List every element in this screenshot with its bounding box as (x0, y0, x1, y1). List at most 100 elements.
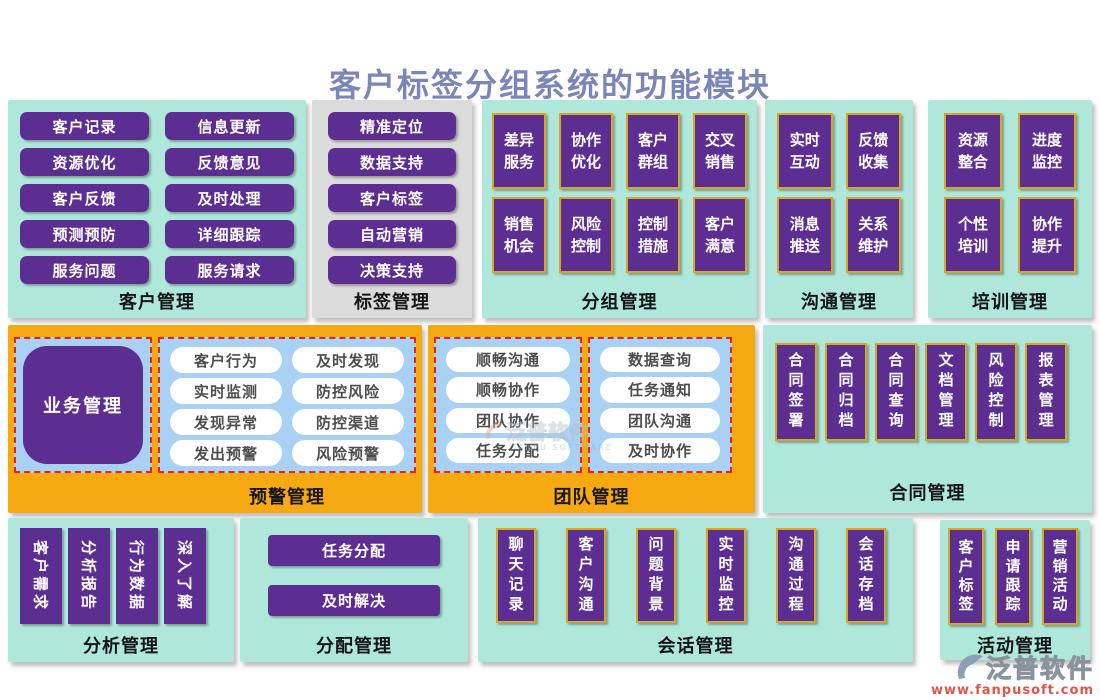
module-list: 顺畅沟通 顺畅协作 团队协作 任务分配 (434, 337, 582, 473)
module-item: 发现异常 (170, 409, 282, 435)
module-item: 预测预防 (20, 220, 149, 248)
panel-tag-management: 精准定位 数据支持 客户标签 自动营销 决策支持 标签管理 (312, 100, 472, 318)
module-item-label: 差异服务 (503, 130, 534, 172)
module-item: 客户标签 (948, 528, 984, 625)
module-item: 行为数据 (116, 528, 158, 624)
module-item-label: 协作优化 (570, 130, 601, 172)
module-item: 及时处理 (165, 184, 294, 212)
panel-title: 预警管理 (249, 487, 325, 508)
module-item: 客户沟通 (566, 528, 606, 623)
module-item: 任务分配 (268, 535, 440, 566)
module-item: 实时监控 (706, 528, 746, 623)
panel-contract-management: 合同签署 合同归档 合同查询 文档管理 风险控制 报表管理 合同管理 (763, 325, 1092, 513)
hub-container: 业务管理 (14, 337, 152, 473)
module-item: 客户需求 (20, 528, 62, 624)
module-item: 协作优化 (559, 113, 613, 189)
module-item: 客户行为 (170, 347, 282, 373)
module-item: 反馈收集 (845, 113, 901, 189)
panel-activity-management: 客户标签 申请跟踪 营销活动 活动管理 (940, 520, 1090, 660)
module-item: 防控风险 (292, 378, 404, 404)
module-item: 任务分配 (446, 437, 570, 463)
module-item-label: 反馈收集 (858, 130, 889, 172)
module-grid: 实时互动 反馈收集 消息推送 关系维护 (777, 113, 901, 281)
module-item: 任务通知 (600, 377, 720, 403)
panel-title: 分配管理 (316, 636, 392, 657)
panel-title: 分析管理 (83, 636, 159, 657)
panel-warning-management: 业务管理 客户行为 及时发现 实时监测 防控风险 发现异常 防控渠道 发出预警 … (8, 325, 422, 513)
module-grid: 客户行为 及时发现 实时监测 防控风险 发现异常 防控渠道 发出预警 风险预警 (158, 337, 416, 473)
module-item: 销售机会 (492, 197, 546, 273)
module-item: 风险预警 (292, 440, 404, 466)
module-item-label: 消息推送 (789, 214, 820, 256)
module-item-label: 进度监控 (1031, 130, 1062, 172)
module-row: 聊天记录 客户沟通 问题背景 实时监控 沟通过程 会话存档 (496, 528, 886, 623)
module-list: 精准定位 数据支持 客户标签 自动营销 决策支持 (328, 112, 456, 284)
module-item: 及时发现 (292, 347, 404, 373)
module-item-label: 关系维护 (858, 214, 889, 256)
module-item-label: 控制措施 (637, 214, 668, 256)
module-item-label: 销售机会 (503, 214, 534, 256)
module-item: 合同归档 (825, 343, 867, 441)
module-item: 决策支持 (328, 256, 456, 284)
module-item-label: 风险控制 (570, 214, 601, 256)
module-item: 及时协作 (600, 437, 720, 463)
panel-title: 客户管理 (119, 292, 195, 313)
module-item: 会话存档 (846, 528, 886, 623)
module-item: 资源整合 (944, 113, 1002, 189)
panel-title: 活动管理 (977, 636, 1053, 657)
module-item: 营销活动 (1042, 528, 1078, 625)
module-item: 服务问题 (20, 256, 149, 284)
module-item-label: 客户群组 (637, 130, 668, 172)
module-list: 任务分配 及时解决 (268, 535, 440, 616)
module-row: 客户标签 申请跟踪 营销活动 (948, 528, 1078, 625)
panel-training-management: 资源整合 进度监控 个性培训 协作提升 培训管理 (928, 100, 1092, 318)
module-list: 数据查询 任务通知 团队沟通 及时协作 (588, 337, 732, 473)
module-item: 问题背景 (636, 528, 676, 623)
module-item: 关系维护 (845, 197, 901, 273)
panel-title: 团队管理 (553, 487, 630, 508)
module-item: 团队协作 (446, 407, 570, 433)
module-item: 分析报告 (68, 528, 110, 624)
module-item: 聊天记录 (496, 528, 536, 623)
hub-module: 业务管理 (23, 346, 143, 464)
module-grid: 资源整合 进度监控 个性培训 协作提升 (944, 113, 1076, 281)
module-item: 顺畅协作 (446, 377, 570, 403)
fanpu-logo: 泛普软件 www.fanpusoft.com (930, 649, 1094, 699)
panel-analysis-management: 客户需求 分析报告 行为数据 深入了解 分析管理 (8, 518, 234, 662)
module-item: 资源优化 (20, 148, 149, 176)
panel-session-management: 聊天记录 客户沟通 问题背景 实时监控 沟通过程 会话存档 会话管理 (478, 518, 913, 662)
module-item-label: 资源整合 (957, 130, 988, 172)
module-item: 客户记录 (20, 112, 149, 140)
panel-group-management: 差异服务 协作优化 客户群组 交叉销售 销售机会 风险控制 控制措施 客户满意 … (482, 100, 757, 318)
panel-title: 合同管理 (889, 483, 966, 504)
panel-assignment-management: 任务分配 及时解决 分配管理 (240, 518, 468, 662)
module-item: 差异服务 (492, 113, 546, 189)
logo-swoosh-icon (957, 654, 983, 679)
module-item: 交叉销售 (693, 113, 747, 189)
module-item: 协作提升 (1018, 197, 1076, 273)
module-item: 报表管理 (1025, 343, 1067, 441)
module-item: 客户标签 (328, 184, 456, 212)
panel-customer-management: 客户记录 信息更新 资源优化 反馈意见 客户反馈 及时处理 预测预防 详细跟踪 … (8, 100, 306, 318)
logo-text: 泛普软件 (985, 654, 1094, 684)
module-row: 合同签署 合同归档 合同查询 文档管理 风险控制 报表管理 (775, 343, 1067, 441)
module-item: 客户群组 (626, 113, 680, 189)
panel-title: 会话管理 (657, 636, 734, 657)
module-grid: 差异服务 协作优化 客户群组 交叉销售 销售机会 风险控制 控制措施 客户满意 (492, 113, 747, 281)
diagram-title: 客户标签分组系统的功能模块 (328, 66, 771, 104)
module-item-label: 交叉销售 (704, 130, 735, 172)
module-item: 精准定位 (328, 112, 456, 140)
module-item: 发出预警 (170, 440, 282, 466)
module-item: 个性培训 (944, 197, 1002, 273)
module-grid: 客户记录 信息更新 资源优化 反馈意见 客户反馈 及时处理 预测预防 详细跟踪 … (20, 112, 294, 284)
panel-team-management: 顺畅沟通 顺畅协作 团队协作 任务分配 数据查询 任务通知 团队沟通 及时协作 … (428, 325, 755, 513)
module-item: 及时解决 (268, 585, 440, 616)
module-item-label: 个性培训 (957, 214, 988, 256)
module-item: 消息推送 (777, 197, 833, 273)
module-item: 信息更新 (165, 112, 294, 140)
module-item: 客户反馈 (20, 184, 149, 212)
panel-title: 培训管理 (972, 292, 1048, 313)
module-item: 客户满意 (693, 197, 747, 273)
logo-url-link[interactable]: www.fanpusoft.com (930, 683, 1094, 698)
